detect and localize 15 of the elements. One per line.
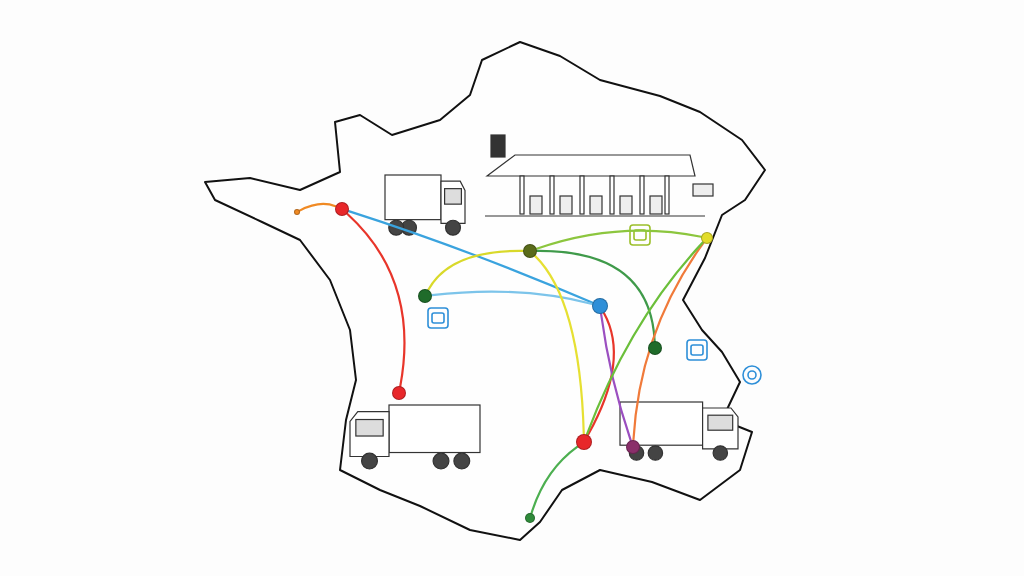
route-stop-dot — [294, 209, 300, 215]
route-line — [535, 249, 656, 343]
route-line — [535, 229, 703, 250]
route-line — [585, 241, 704, 436]
route-line — [599, 312, 632, 442]
route-line — [347, 210, 594, 304]
route-stop-dot — [525, 513, 535, 523]
route-line — [346, 212, 406, 388]
route-line — [427, 249, 525, 291]
route-line — [430, 290, 594, 306]
route-line — [632, 241, 705, 442]
route-line — [530, 445, 579, 515]
route-line — [298, 202, 337, 212]
route-line — [533, 254, 585, 436]
route-line — [586, 311, 615, 437]
